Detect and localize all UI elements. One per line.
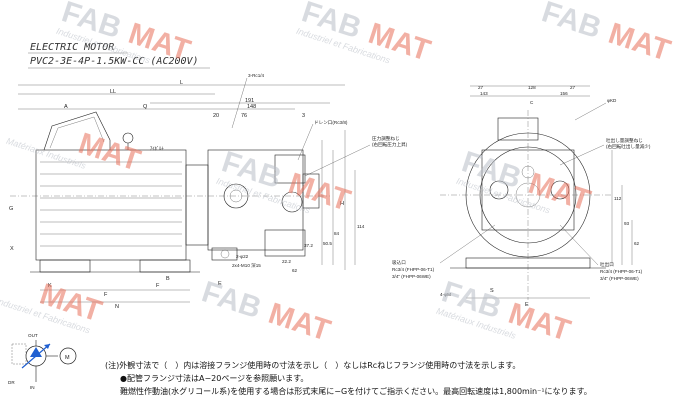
dim-156: 156	[560, 91, 568, 96]
watermark-3: FAB MAT	[538, 0, 673, 68]
dim-E: E	[218, 281, 222, 287]
notes: (注)外観寸法で（ ）内は溶接フランジ使用時の寸法を示し（ ）なしはRcねじフラ…	[105, 360, 592, 396]
dim-62: 62	[292, 268, 298, 273]
label-discharge-sub: Rc3/4 (FHPP-06-T1)	[600, 269, 643, 274]
label-suction: 吸込口	[392, 259, 406, 266]
label-bolt: 2-φ22	[236, 254, 249, 259]
svg-text:MAT: MAT	[74, 127, 144, 178]
dim-N: N	[115, 304, 119, 310]
svg-text:FAB: FAB	[198, 275, 265, 325]
side-view: L LL 191 A Q 148 20 76 3 3-Rc1/4 ｱｲﾎﾞﾙﾄ	[9, 73, 408, 310]
dim-76: 76	[241, 113, 247, 119]
dim-62f: 62	[634, 241, 640, 246]
dim-front-E: E	[525, 302, 529, 308]
dim-27a: 27	[478, 85, 484, 90]
dim-X: X	[10, 246, 14, 252]
dim-50-5: 50.5	[323, 241, 332, 246]
dim-G: G	[9, 206, 13, 212]
symbol-out: OUT	[28, 333, 38, 338]
symbol-motor: M	[65, 355, 70, 361]
dim-F1: F	[104, 292, 108, 298]
watermark-7: MAT Industriel et Fabrications	[0, 278, 106, 336]
label-drain: ドレン口(Rc3/8)	[314, 120, 348, 126]
dim-84: 84	[334, 231, 340, 236]
dim-LL: LL	[110, 89, 116, 95]
watermark-2: FAB MAT Industriel et Fabrications	[295, 0, 434, 68]
title-block: ELECTRIC MOTOR PVC2-3E-4P-1.5KW-CC (AC20…	[28, 42, 210, 69]
dim-143: 143	[480, 91, 488, 96]
dim-3: 3	[302, 113, 305, 119]
dim-20: 20	[213, 113, 219, 119]
svg-text:MAT: MAT	[504, 297, 574, 348]
dim-B: B	[166, 276, 170, 282]
label-press-adjust: 圧力調整ねじ(右回転圧力上昇)	[372, 135, 408, 148]
label-eyebolt: ｱｲﾎﾞﾙﾄ	[150, 145, 164, 151]
watermark-9: FAB MAT Matériaux Industriels	[435, 275, 574, 348]
label-air-vent: 3-Rc1/4	[248, 73, 265, 78]
symbol-dr: DR	[8, 380, 15, 385]
dim-128: 128	[528, 85, 536, 90]
svg-text:FAB: FAB	[538, 0, 605, 45]
dim-H: H	[340, 201, 344, 207]
dim-37-2: 37.2	[304, 243, 313, 248]
dim-27b: 27	[570, 85, 576, 90]
note-line1: (注)外観寸法で（ ）内は溶接フランジ使用時の寸法を示し（ ）なしはRcねじフラ…	[105, 360, 520, 370]
watermark-8: FAB MAT	[198, 275, 334, 347]
dim-K: K	[48, 283, 52, 289]
note-line2: ●配管フランジ寸法はA−20ページを参照願います。	[120, 373, 308, 383]
watermark-layer: FAB MAT Industriel et Fabrications FAB M…	[0, 0, 673, 348]
dim-114: 114	[357, 224, 365, 229]
dim-Q: Q	[143, 104, 148, 110]
title-line2: PVC2-3E-4P-1.5KW-CC (AC200V)	[30, 56, 199, 67]
label-KD: φKD	[607, 98, 617, 103]
dim-191: 191	[245, 98, 254, 104]
dim-22-2: 22.2	[282, 259, 291, 264]
svg-text:MAT: MAT	[264, 297, 334, 348]
dim-148: 148	[247, 104, 256, 110]
title-line1: ELECTRIC MOTOR	[30, 42, 114, 53]
symbol-in: IN	[30, 385, 35, 390]
label-4phiM: 4-φM	[440, 292, 451, 297]
label-flow-adjust: 吐出し量調整ねじ(右回転吐出し量減少)	[606, 137, 651, 150]
hydraulic-symbol: OUT M DR IN	[8, 333, 77, 390]
label-suction-sub2: 3/4" (FHPP-06WE)	[392, 274, 431, 279]
watermark-1: FAB MAT Industriel et Fabrications	[55, 0, 194, 68]
dim-F2: F	[156, 283, 160, 289]
dim-112: 112	[614, 196, 622, 201]
watermark-5: FAB MAT Industriel et Fabrications	[215, 145, 354, 217]
front-view: 27 128 27 143 156 C φKD 吐出し量調整ねじ(右回転吐出し量…	[392, 85, 651, 308]
label-suction-sub: Rc3/4 (FHPP-06-T1)	[392, 267, 435, 272]
svg-text:MAT: MAT	[604, 17, 673, 68]
label-discharge-sub2: 3/4" (FHPP-06WE)	[600, 276, 639, 281]
label-discharge: 吐出口	[600, 261, 614, 268]
dim-93: 93	[624, 221, 630, 226]
note-line3: 難燃性作動油(水グリコール系)を使用する場合は形式末尾に−Gを付けてご指示くださ…	[120, 386, 592, 396]
dim-A: A	[64, 104, 68, 110]
label-bolt2: 2x4-M10 深15	[232, 262, 261, 269]
dim-L: L	[180, 80, 183, 86]
dim-front-S: S	[490, 288, 494, 294]
watermark-6: FAB MAT Industriel et Fabrications	[455, 145, 594, 217]
dim-C: C	[530, 100, 534, 105]
